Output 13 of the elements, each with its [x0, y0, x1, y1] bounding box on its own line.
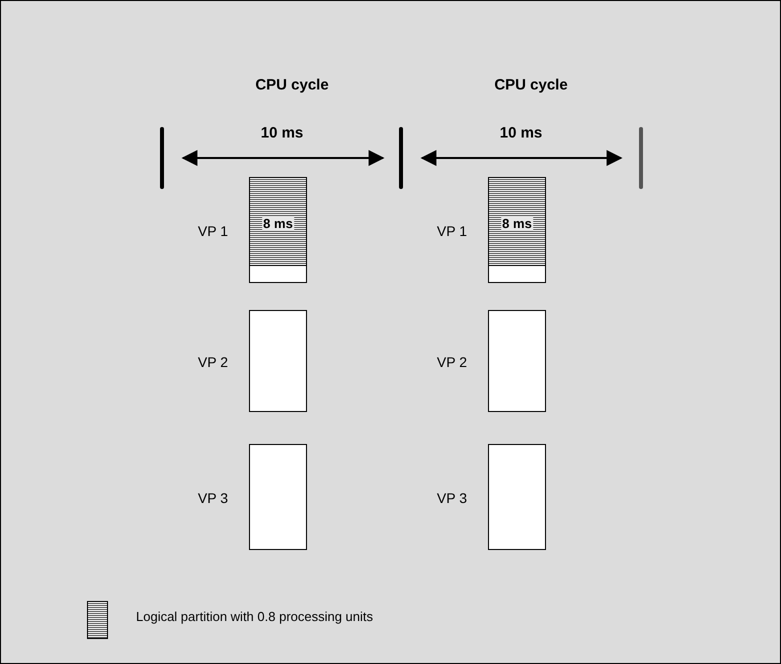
slot-duration-label: 8 ms	[501, 216, 533, 231]
heading: CPU cycle	[255, 76, 329, 94]
processor-label: VP 2	[198, 354, 228, 370]
duration-label: 10 ms	[260, 124, 304, 142]
legend-text: Logical partition with 0.8 processing units	[136, 609, 374, 624]
slot-duration-label: 8 ms	[262, 216, 294, 231]
processor-label: VP 1	[198, 223, 228, 239]
processor-label: VP 3	[198, 490, 228, 506]
heading: CPU cycle	[494, 76, 568, 94]
duration-label: 10 ms	[500, 124, 542, 142]
processor-label: VP 1	[436, 223, 467, 239]
processor-label: VP 2	[436, 354, 467, 370]
processor-label: VP 3	[436, 490, 467, 506]
